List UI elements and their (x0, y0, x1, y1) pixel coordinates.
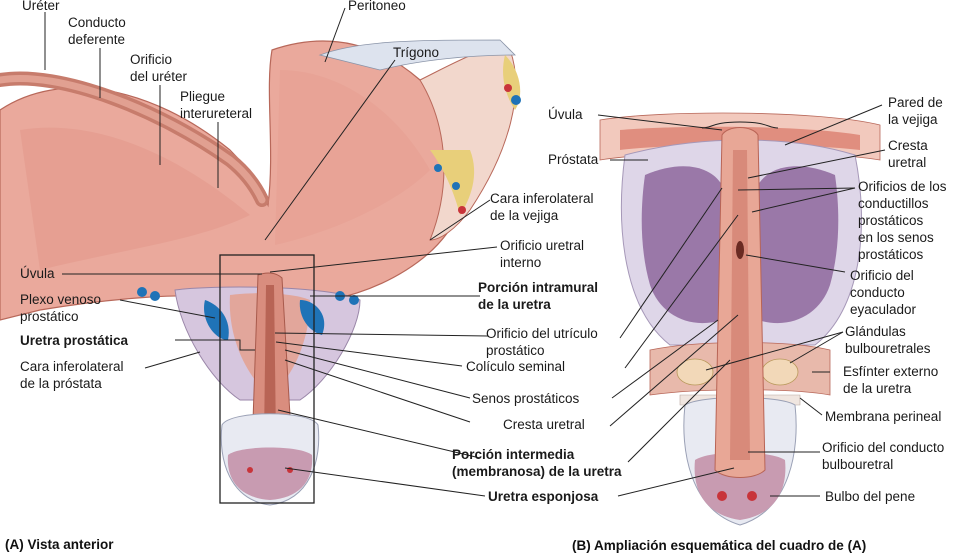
vessel (287, 467, 293, 473)
venous-plexus-right (299, 300, 325, 335)
label-uvula-a: Úvula (20, 266, 55, 281)
label-membrana-perineal: Membrana perineal (825, 409, 942, 424)
urethra-a-lumen (264, 285, 276, 440)
vessel (150, 291, 160, 301)
label-ureter: Uréter (22, 0, 60, 13)
bladder-shading (20, 127, 250, 270)
label-coliculo-seminal: Colículo seminal (466, 359, 566, 374)
venous-plexus-left (204, 300, 229, 340)
label-cresta-uretral-a: Cresta uretral (503, 417, 585, 432)
label-cara-inferolateral-prostata: Cara inferolateral de la próstata (20, 359, 124, 391)
bulbourethral-gland-left (676, 358, 714, 386)
peritoneum (318, 39, 516, 71)
urethra-b-lumen (730, 150, 750, 460)
label-orificios-conductillos: Orificios de los conductillos prostático… (858, 179, 947, 262)
label-trigono: Trígono (393, 45, 440, 60)
label-senos-prostaticos: Senos prostáticos (472, 391, 580, 406)
label-orificio-conducto-bulbouretral: Orificio del conducto bulbouretral (822, 440, 945, 472)
uvula-brace (701, 121, 779, 129)
label-uretra-prostatica: Uretra prostática (20, 333, 129, 348)
vessel (458, 206, 466, 214)
label-cresta-uretral-b: Cresta uretral (888, 138, 928, 170)
vessel (349, 295, 359, 305)
vessel (434, 164, 442, 172)
panel-a-drawing (0, 39, 521, 506)
label-conducto-deferente: Conducto deferente (68, 15, 126, 47)
vessel (511, 95, 521, 105)
label-orificio-utriculo: Orificio del utrículo prostático (486, 326, 598, 358)
label-pared-vejiga: Pared de la vejiga (888, 95, 943, 127)
bladder-shading (275, 70, 430, 245)
label-porcion-intramural: Porción intramural de la uretra (478, 280, 599, 312)
spongy-a (227, 447, 313, 500)
label-pliegue-interureteral: Pliegue interureteral (180, 89, 253, 121)
label-orificio-uretral-interno: Orificio uretral interno (500, 238, 585, 270)
label-peritoneo: Peritoneo (348, 0, 406, 13)
caption-b: (B) Ampliación esquemática del cuadro de… (572, 538, 867, 553)
label-glandulas-bulbouretrales: Glándulas bulbouretrales (845, 324, 931, 356)
label-cara-inferolateral-vejiga: Cara inferolateral de la vejiga (490, 191, 594, 223)
caption-a: (A) Vista anterior (5, 537, 114, 552)
vessel (247, 467, 253, 473)
label-esfinter-externo: Esfínter externo de la uretra (843, 364, 939, 396)
label-porcion-intermedia: Porción intermedia (membranosa) de la ur… (452, 447, 622, 479)
label-plexo-venoso: Plexo venoso prostático (20, 292, 102, 324)
bulbourethral-gland-right (761, 358, 799, 386)
label-orificio-ureter: Orificio del uréter (130, 52, 188, 84)
ureter-tube-highlight (0, 75, 266, 204)
panel-b-drawing (599, 112, 881, 526)
label-uretra-esponjosa: Uretra esponjosa (488, 489, 599, 504)
label-uvula-b: Úvula (548, 107, 583, 122)
detail-box (219, 254, 315, 504)
label-prostata: Próstata (548, 152, 599, 167)
vessel (137, 287, 147, 297)
vessel (452, 182, 460, 190)
vessel (504, 84, 512, 92)
prostate-lobe-left (641, 166, 722, 324)
vessel (717, 491, 727, 501)
vessel (747, 491, 757, 501)
label-bulbo-pene: Bulbo del pene (825, 489, 916, 504)
leader-lines (44, 7, 886, 497)
ejaculatory-orifice (736, 241, 744, 259)
label-orificio-conducto-eyaculador: Orificio del conducto eyaculador (850, 268, 917, 317)
